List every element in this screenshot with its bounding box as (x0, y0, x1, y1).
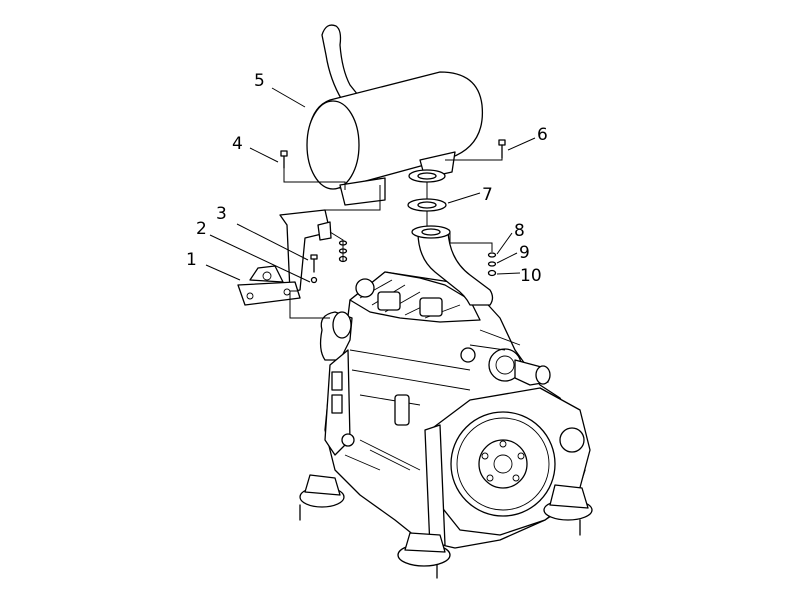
gasket-middle (407, 198, 447, 212)
callout-6: 6 (537, 125, 548, 145)
mounting-base (237, 265, 301, 306)
callout-8: 8 (514, 221, 525, 241)
callout-7: 7 (482, 185, 493, 205)
callout-labels: 1 2 3 4 5 6 7 8 9 10 (186, 71, 548, 286)
callout-10: 10 (520, 266, 542, 286)
bolt-right (498, 139, 506, 159)
bolt-left (280, 150, 288, 169)
muffler (306, 24, 484, 206)
bolt-with-washer (310, 254, 318, 284)
callout-9: 9 (519, 243, 530, 263)
callout-3: 3 (216, 204, 227, 224)
washer-nut-stack-right (487, 252, 497, 277)
support-bracket (279, 209, 332, 293)
assembly-guide-lines (283, 158, 503, 319)
callout-leaders (205, 87, 536, 283)
callout-4: 4 (232, 134, 243, 154)
callout-1: 1 (186, 250, 197, 270)
engine-assembly (299, 271, 593, 579)
flange-lower (411, 225, 451, 239)
gasket-upper (408, 169, 446, 183)
callout-2: 2 (196, 219, 207, 239)
exhaust-pipe (417, 231, 494, 306)
callout-5: 5 (254, 71, 265, 91)
